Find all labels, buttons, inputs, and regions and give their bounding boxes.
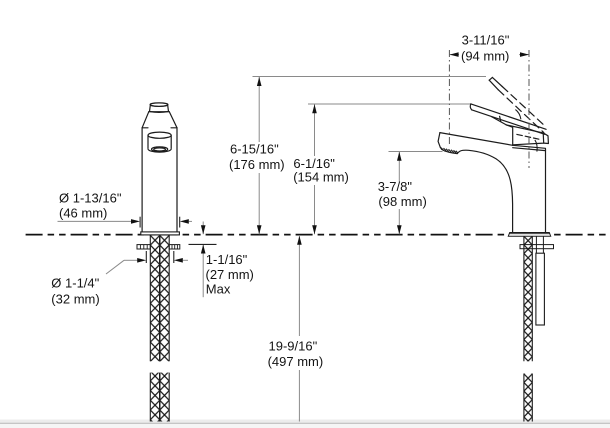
svg-text:3-7/8": 3-7/8" [378, 179, 413, 194]
svg-text:Ø 1-1/4": Ø 1-1/4" [51, 276, 99, 291]
svg-text:(497 mm): (497 mm) [268, 354, 324, 369]
svg-text:(98 mm): (98 mm) [378, 194, 426, 209]
svg-text:(154 mm): (154 mm) [293, 169, 349, 184]
svg-text:6-1/16": 6-1/16" [293, 156, 335, 171]
svg-text:(32 mm): (32 mm) [51, 292, 99, 307]
svg-text:(176 mm): (176 mm) [229, 157, 285, 172]
svg-text:19-9/16": 19-9/16" [269, 338, 318, 353]
svg-text:Max: Max [206, 282, 231, 297]
svg-text:(27 mm): (27 mm) [206, 267, 254, 282]
svg-text:3-11/16": 3-11/16" [462, 33, 510, 48]
svg-text:1-1/16": 1-1/16" [206, 252, 248, 267]
svg-text:(46 mm): (46 mm) [59, 205, 107, 220]
svg-text:Ø 1-13/16": Ø 1-13/16" [59, 191, 122, 206]
svg-text:6-15/16": 6-15/16" [230, 142, 279, 157]
svg-text:(94 mm): (94 mm) [461, 48, 509, 63]
